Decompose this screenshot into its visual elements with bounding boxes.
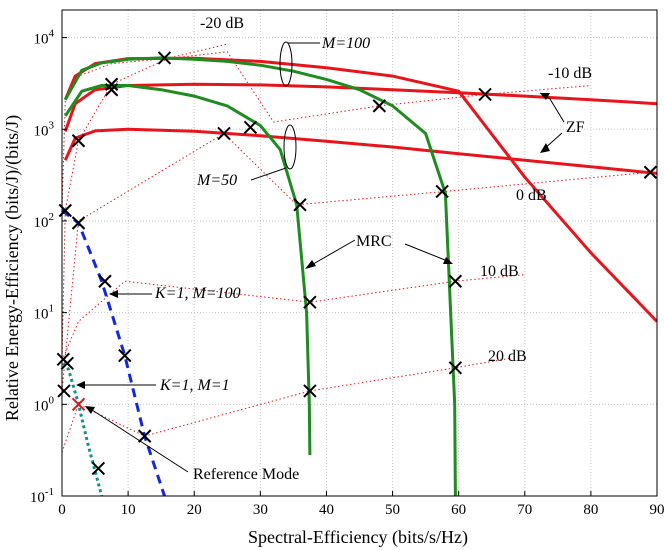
arrow-m50 [250,167,287,181]
cross-marker [217,126,231,141]
y-tick-label: 102 [34,211,55,231]
snr-curve-1 [62,51,591,361]
arrowhead-zf-top [540,93,550,100]
arrow-mrc-right [404,243,451,263]
annot-k1m100: K=1, M=100 [154,285,241,302]
cross-marker [303,295,317,309]
cross-marker [448,274,463,288]
cross-marker [104,83,119,97]
x-tick-label: 60 [451,502,466,518]
cross-marker [71,134,86,148]
x-tick-label: 70 [517,502,532,518]
cross-marker [60,356,74,371]
cross-marker [104,77,119,91]
x-tick-label: 20 [187,502,202,518]
arrowhead-k1m1 [76,381,85,389]
cross-marker [435,184,449,199]
snr-curve-2 [62,132,651,391]
annot-snr-0: 0 dB [516,187,547,204]
bracket-m50 [283,124,297,170]
cross-marker [293,198,307,212]
arrowhead-mrc-right [443,257,453,264]
cross-marker [58,203,73,218]
series-lines [62,56,657,496]
arrowhead-zf-bottom [540,143,550,153]
snr-curve-0 [62,43,228,211]
plot-frame [61,9,658,497]
cross-marker [372,99,387,113]
cross-marker [137,429,152,443]
snr-curve-3 [62,274,525,361]
annot-snr-10: 10 dB [480,263,519,280]
x-tick-label: 80 [583,502,598,518]
arrowhead-reference [85,406,95,414]
axis-ticks: 0 10 20 30 40 50 60 70 80 90 10-1 100 101 102 103 104 [30,28,664,518]
annot-m100: M=100 [321,35,370,52]
cross-marker [157,51,172,65]
cross-marker [643,165,658,179]
y-tick-label: 101 [34,303,55,323]
arrow-mrc-left [307,239,356,268]
cross-marker [71,216,86,230]
arrowhead-k1m100 [109,290,118,298]
series-line-1 [63,82,657,132]
cross-marker [91,461,106,476]
annot-m50: M=50 [196,172,237,189]
x-tick-label: 40 [319,502,334,518]
annotations: -20 dB -10 dB 0 dB 10 dB 20 dB M=100 M=5… [76,15,592,483]
annot-snr-20: 20 dB [488,348,527,365]
grid [62,10,657,496]
series-line-5 [62,209,166,496]
x-tick-label: 30 [253,502,268,518]
cross-marker [478,87,492,102]
y-tick-label: 100 [34,394,55,414]
markers [56,51,658,476]
cross-marker [303,384,317,398]
snr-curve-4 [62,357,512,453]
cross-marker [448,361,463,375]
x-tick-label: 10 [121,502,136,518]
y-tick-label: 104 [34,28,55,48]
y-tick-label: 103 [34,119,55,139]
reference-marker [71,397,86,412]
x-tick-label: 50 [385,502,400,518]
x-tick-label: 0 [58,502,66,518]
series-line-2 [63,127,657,175]
series-line-4 [64,84,312,456]
bracket-m100 [279,41,293,87]
annot-k1m1: K=1, M=1 [159,377,230,394]
annot-mrc: MRC [356,233,392,250]
cross-marker [98,274,112,288]
arrowhead-mrc-left [305,260,316,269]
annot-reference: Reference Mode [193,466,299,483]
cross-marker [57,384,71,398]
x-axis-label: Spectral-Efficiency (bits/s/Hz) [248,527,468,548]
x-tick-label: 90 [650,502,664,518]
annot-zf: ZF [566,119,585,136]
arrow-reference [88,407,189,473]
cross-marker [118,348,132,363]
cross-marker [243,120,258,135]
y-axis-label: Relative Energy-Efficiency (bits/J)/(bit… [2,115,23,421]
annot-snr-m10: -10 dB [548,65,592,82]
series-line-3 [63,56,457,496]
y-tick-label: 10-1 [30,486,54,506]
snr-curves [62,43,651,453]
annot-snr-m20: -20 dB [200,15,244,32]
